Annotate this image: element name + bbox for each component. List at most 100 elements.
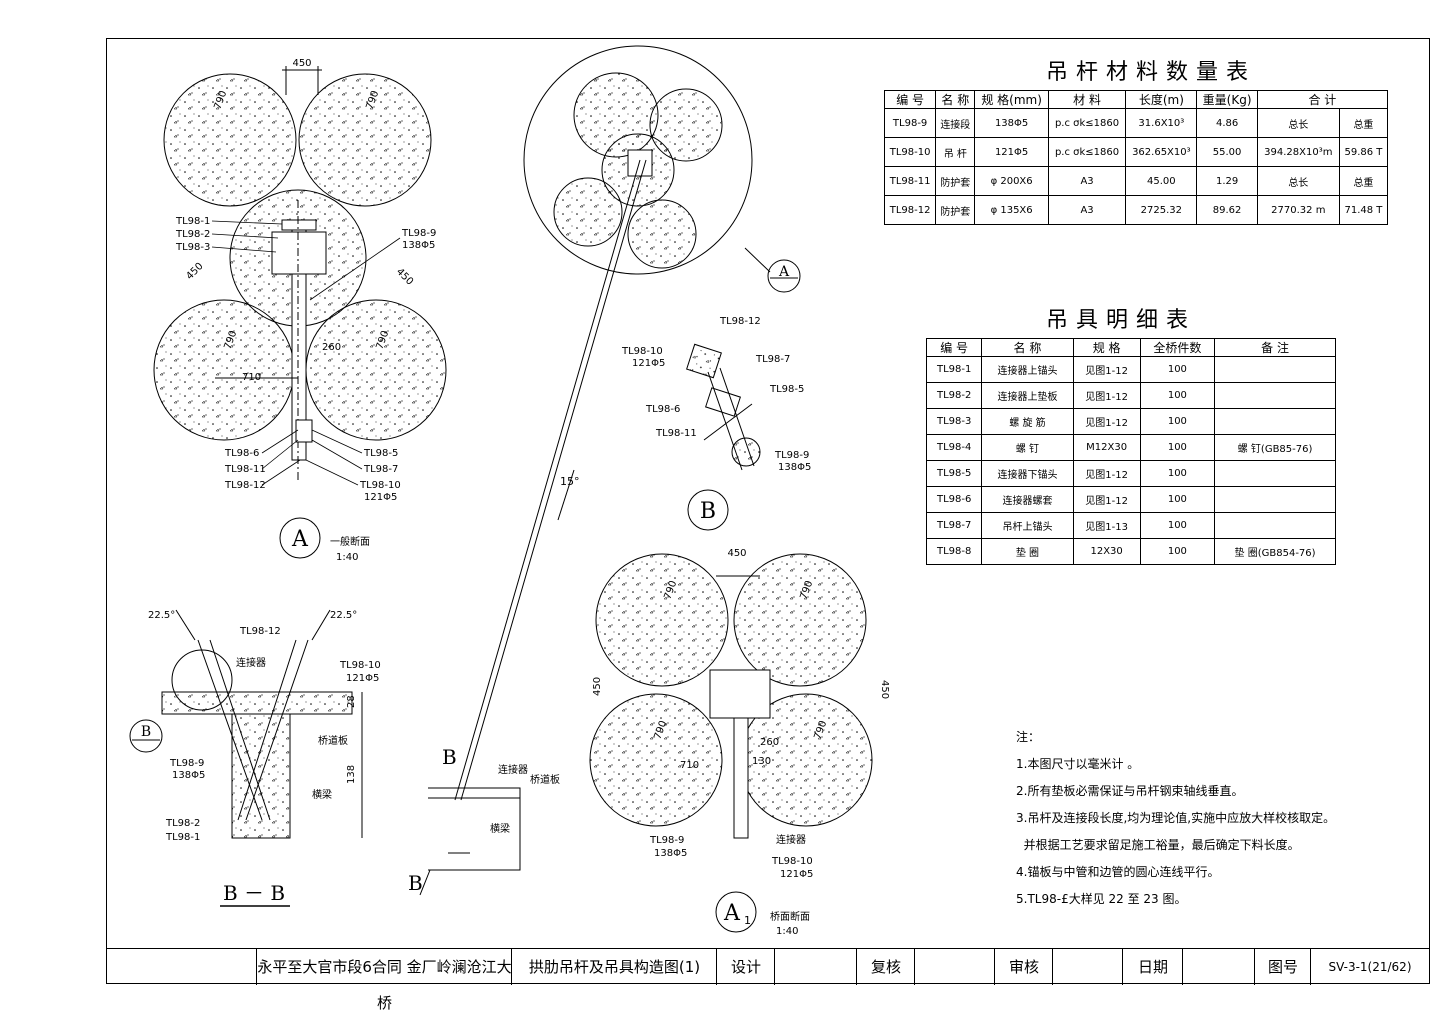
- table-cell: 100: [1139, 538, 1216, 565]
- label-tl7-b: TL98-7: [755, 354, 790, 365]
- table-cell: 4.86: [1196, 108, 1258, 138]
- dim-450-a: 450: [292, 58, 311, 69]
- table-cell: TL98-2: [925, 382, 983, 409]
- angle-225-right: 22.5°: [330, 610, 357, 621]
- note-item: 3.吊杆及连接段长度,均为理论值,实施中应放大样校核取定。: [1016, 811, 1336, 825]
- tube-top-right: [298, 73, 432, 207]
- table-cell: 防护套: [935, 195, 976, 225]
- th1-4: 长度(m): [1125, 90, 1198, 109]
- label-tl6-b: TL98-6: [645, 404, 680, 415]
- table-cell: 12X30: [1072, 538, 1141, 565]
- section-a1-sub: 1: [744, 914, 751, 927]
- label-s138-bb: 138Φ5: [172, 770, 205, 781]
- label-tl1-bb: TL98-1: [165, 832, 200, 843]
- detail-b-marker: [687, 489, 729, 531]
- dim-450-a1: 450: [727, 548, 746, 559]
- section-a1-drawing: [589, 553, 873, 839]
- table-cell: 45.00: [1125, 166, 1198, 196]
- detail-a-marker: [767, 259, 801, 293]
- table-cell: TL98-4: [925, 434, 983, 461]
- th2-1: 名 称: [981, 338, 1074, 357]
- table-cell: [1214, 408, 1336, 435]
- label-tl6-a: TL98-6: [224, 448, 259, 459]
- section-a-marker: [279, 517, 321, 559]
- detail-a-circle: [523, 45, 771, 275]
- table-cell: 螺 钉: [981, 434, 1074, 461]
- table-cell: A3: [1047, 195, 1127, 225]
- angle-225-left: 22.5°: [148, 610, 175, 621]
- th1-5: 重量(Kg): [1196, 90, 1258, 109]
- label-tl11-a: TL98-11: [224, 464, 266, 475]
- table-cell: 59.86 T: [1338, 137, 1389, 167]
- label-connector-bb: 连接器: [236, 656, 266, 669]
- note-item: 并根据工艺要求留足施工裕量，最后确定下料长度。: [1016, 838, 1300, 852]
- table-cell: [1214, 486, 1336, 513]
- table-cell: 见图1-13: [1072, 512, 1141, 539]
- label-dwg-no: 图号: [1254, 949, 1311, 985]
- th1-1: 名 称: [935, 90, 976, 109]
- section-a1-letter: A: [723, 901, 741, 926]
- table-cell: 2770.32 m: [1256, 195, 1340, 225]
- notes: 注： 1.本图尺寸以毫米计 。 2.所有垫板必需保证与吊杆钢束轴线垂直。 3.吊…: [1016, 724, 1335, 913]
- table1-title: 吊杆材料数量表: [1046, 60, 1257, 85]
- table-cell: 71.48 T: [1338, 195, 1389, 225]
- note-item: 1.本图尺寸以毫米计 。: [1016, 757, 1140, 771]
- label-tl1-a: TL98-1: [175, 216, 210, 227]
- notes-title: 注：: [1016, 730, 1041, 744]
- label-tl12-b: TL98-12: [719, 316, 761, 327]
- section-bb-title: B － B: [223, 881, 285, 905]
- label-tl11-b: TL98-11: [655, 428, 697, 439]
- dim-138-bb: 138: [346, 765, 357, 784]
- dim-260-a: 260: [322, 342, 341, 353]
- th2-4: 备 注: [1214, 338, 1336, 357]
- table-cell: φ 200X6: [974, 166, 1049, 196]
- label-check: 复核: [856, 949, 915, 985]
- table-cell: 100: [1139, 408, 1216, 435]
- table-cell: 连接器螺套: [981, 486, 1074, 513]
- table-cell: p.c σk≤1860: [1047, 137, 1127, 167]
- drawing-border: [106, 38, 1430, 984]
- label-deck-mid: 桥道板: [530, 773, 560, 786]
- dim-450-a-right: 450: [394, 266, 415, 287]
- label-tl9-a: TL98-9: [401, 228, 436, 239]
- section-a-drawing: [153, 66, 447, 480]
- table-cell: 总重: [1338, 166, 1389, 196]
- table-cell: TL98-12: [883, 195, 937, 225]
- hanger-rod: [454, 159, 647, 801]
- section-b-cut-bottom: B: [408, 871, 423, 895]
- table-cell: A3: [1047, 166, 1127, 196]
- label-s121-a1: 121Φ5: [780, 869, 813, 880]
- label-tl5-b: TL98-5: [769, 384, 804, 395]
- dim-450-a1-left: 450: [592, 677, 603, 696]
- label-s121-a: 121Φ5: [364, 492, 397, 503]
- note-item: 4.锚板与中管和边管的圆心连线平行。: [1016, 865, 1220, 879]
- th1-6: 合 计: [1256, 90, 1389, 109]
- table-cell: TL98-3: [925, 408, 983, 435]
- table-cell: 总重: [1338, 108, 1389, 138]
- fitting-table-header: 编 号 名 称 规 格 全桥件数 备 注: [925, 338, 1336, 357]
- table-cell: M12X30: [1072, 434, 1141, 461]
- field-date: [1182, 949, 1255, 985]
- section-a1-scale: 1:40: [776, 926, 798, 937]
- table-cell: 100: [1139, 356, 1216, 383]
- table-cell: 总长: [1256, 108, 1340, 138]
- dim-28-bb: 28: [346, 695, 357, 708]
- table-cell: 垫 圈: [981, 538, 1074, 565]
- table-cell: 见图1-12: [1072, 486, 1141, 513]
- table-cell: TL98-11: [883, 166, 937, 196]
- table-cell: TL98-6: [925, 486, 983, 513]
- detail-b-drawing: [686, 343, 761, 471]
- table-cell: TL98-8: [925, 538, 983, 565]
- section-bb-marker: [129, 719, 163, 753]
- dim-260-a1: 260: [760, 737, 779, 748]
- dim-710-a1: 710: [680, 760, 699, 771]
